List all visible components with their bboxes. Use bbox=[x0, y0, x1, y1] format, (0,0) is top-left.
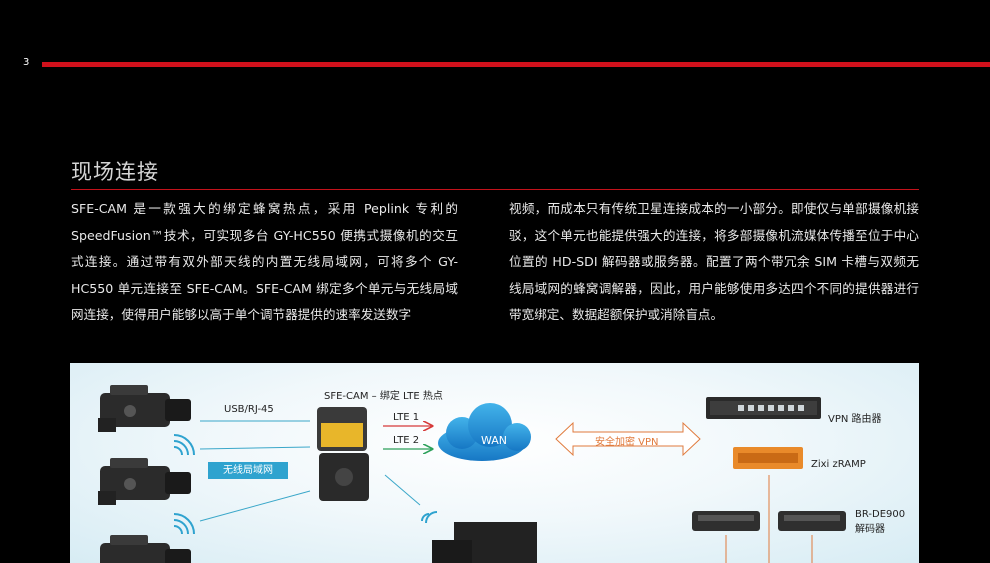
decoder-label: 解码器 bbox=[855, 524, 885, 535]
zramp-label: Zixi zRAMP bbox=[811, 459, 866, 470]
decoder-device-1 bbox=[692, 511, 760, 531]
body-column-left: SFE-CAM 是一款强大的绑定蜂窝热点，采用 Peplink 专利的 Spee… bbox=[71, 196, 458, 329]
vpn-router-device bbox=[706, 397, 821, 419]
header-red-rule bbox=[42, 62, 990, 67]
body-column-right: 视频，而成本只有传统卫星连接成本的一小部分。即使仅与单部摄像机接驳，这个单元也能… bbox=[509, 196, 919, 329]
wan-cloud-icon bbox=[438, 403, 531, 461]
wlan-label: 无线局域网 bbox=[208, 462, 288, 479]
vpn-double-arrow bbox=[555, 421, 701, 457]
monitor-panel-left bbox=[432, 540, 472, 563]
vpn-router-label: VPN 路由器 bbox=[828, 414, 882, 425]
section-rule bbox=[71, 189, 919, 190]
body-paragraph-right: 视频，而成本只有传统卫星连接成本的一小部分。即使仅与单部摄像机接驳，这个单元也能… bbox=[509, 201, 919, 323]
camera-link-2 bbox=[199, 446, 311, 450]
lte1-label: LTE 1 bbox=[393, 412, 420, 423]
sfe-cam-device bbox=[317, 407, 369, 501]
section-title: 现场连接 bbox=[71, 160, 159, 184]
camcorder-3 bbox=[100, 535, 191, 563]
sfe-cam-label: SFE-CAM – 绑定 LTE 热点 bbox=[324, 391, 443, 402]
decoder-model-label: BR-DE900 bbox=[855, 509, 906, 520]
wifi-icon bbox=[173, 434, 195, 535]
usb-label: USB/RJ-45 bbox=[224, 404, 274, 415]
camcorder-1 bbox=[98, 385, 191, 432]
body-paragraph-left: SFE-CAM 是一款强大的绑定蜂窝热点，采用 Peplink 专利的 Spee… bbox=[71, 201, 458, 323]
camera-link-3 bbox=[199, 490, 311, 522]
decoder-device-2 bbox=[778, 511, 846, 531]
wan-label: WAN bbox=[481, 434, 508, 447]
diagram-graphics bbox=[98, 385, 846, 563]
lte2-label: LTE 2 bbox=[393, 435, 420, 446]
connection-diagram: USB/RJ-45 无线局域网 SFE-CAM – 绑定 LTE 热点 LTE … bbox=[70, 363, 919, 563]
ap-link bbox=[384, 474, 421, 506]
vpn-label: 安全加密 VPN bbox=[595, 437, 659, 448]
zramp-device bbox=[733, 447, 803, 469]
wifi-icon bbox=[421, 511, 438, 524]
camcorder-2 bbox=[98, 458, 191, 505]
page-number: 3 bbox=[23, 57, 30, 68]
